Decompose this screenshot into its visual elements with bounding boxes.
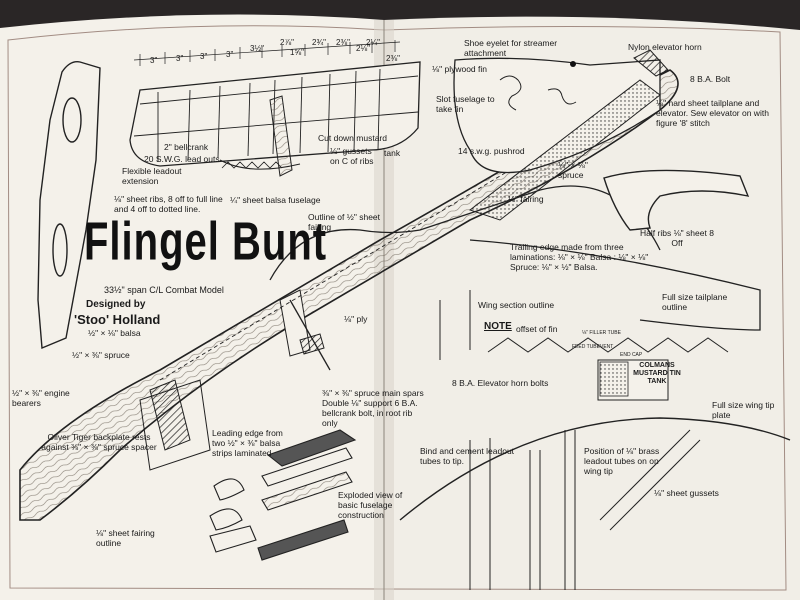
label-position-tubes: Position of ⅛" brass leadout tubes on on… xyxy=(584,446,660,476)
dimension: 2¾" xyxy=(312,38,326,47)
tailplane-outline xyxy=(469,239,761,331)
dimension: 2¼" xyxy=(366,38,380,47)
exploded-view xyxy=(209,429,357,561)
designed-by-label: Designed by xyxy=(86,299,146,310)
label-outline-sheet: Outline of ½" sheet fairing xyxy=(308,212,381,232)
label-filler-tube: ⅛" FILLER TUBE xyxy=(582,330,621,336)
label-cut-down: Cut down mustard xyxy=(318,133,387,143)
label-hard-sheet: ⅛" hard sheet tailplane and elevator. Se… xyxy=(656,98,769,128)
dimension: 2⅞" xyxy=(280,38,294,47)
label-slot-fuselage: Slot fuselage to take fin xyxy=(436,94,495,114)
dimension: 2⅜" xyxy=(336,38,350,47)
label-sheet-fairing-outline: ⅛" sheet fairing outline xyxy=(96,528,155,548)
label-trailing-edge: Trailing edge made from three lamination… xyxy=(510,242,649,272)
label-oliver-tiger: Oliver Tiger backplate rests against ⅜" … xyxy=(41,432,157,452)
label-vent: VENT xyxy=(600,344,614,350)
wing-tip-plate xyxy=(399,417,791,521)
dimension: 3" xyxy=(200,52,208,61)
fuselage-side-part xyxy=(37,61,101,350)
label-tank: tank xyxy=(384,148,401,158)
label-flexible-leadout: Flexible leadout extension xyxy=(122,166,182,186)
label-nylon-horn: Nylon elevator horn xyxy=(628,42,702,52)
label-wing-section: Wing section outline xyxy=(478,300,555,310)
label-full-tailplane: Full size tailplane outline xyxy=(662,292,728,312)
label-sheet-ribs: ⅛" sheet ribs, 8 off to full line and 4 … xyxy=(114,194,223,214)
label-offset-fin: offset of fin xyxy=(516,324,558,334)
label-spruce-spars: ⅜" × ⅜" spruce main spars Double ⅛" supp… xyxy=(322,388,424,428)
label-tank-brand: COLMANS MUSTARD TIN TANK xyxy=(633,362,681,385)
dimension: 2⅜" xyxy=(386,54,400,63)
dimension: 3" xyxy=(226,50,234,59)
dimension: 1⅝" xyxy=(290,48,304,57)
half-rib xyxy=(603,169,750,231)
label-feed-tube: FEED TUBE xyxy=(572,344,600,350)
label-leading-edge: Leading edge from two ½" × ⅜" balsa stri… xyxy=(212,428,283,458)
dimension: 3" xyxy=(150,56,158,65)
label-full-wing-tip: Full size wing tip plate xyxy=(712,400,775,420)
label-fairing: ⅛" fairing xyxy=(508,194,544,204)
label-sheet-balsa-fuselage: ¼" sheet balsa fuselage xyxy=(230,195,321,205)
label-bellcrank: 2" bellcrank xyxy=(164,142,209,152)
plan-title: Flingel Bunt xyxy=(84,212,328,272)
label-pushrod: 14 s.w.g. pushrod xyxy=(458,146,525,156)
label-spruce-top: ⅛" × ⅛" spruce xyxy=(558,160,588,180)
plan-subtitle: 33½" span C/L Combat Model xyxy=(104,285,224,295)
dimension: 2⅛" xyxy=(356,44,370,53)
label-lead-outs: 20 S.W.G. lead outs xyxy=(144,154,220,164)
label-end-cap: END CAP xyxy=(620,352,643,358)
label-plywood-fin: ⅛" plywood fin xyxy=(432,64,487,74)
label-note: NOTE xyxy=(484,321,512,332)
label-bind-cement: Bind and cement leadout tubes to tip. xyxy=(420,446,515,466)
designer-name: 'Stoo' Holland xyxy=(74,312,161,327)
label-half-ribs: Half ribs ⅛" sheet 8 Off xyxy=(640,228,714,248)
label-spruce-half: ½" × ⅜" spruce xyxy=(72,350,130,360)
label-gussets-ribs: ⅛" gussets on C of ribs xyxy=(330,146,374,166)
label-shoe-eyelet: Shoe eyelet for streamer attachment xyxy=(464,38,558,58)
label-elevator-bolts: 8 B.A. Elevator horn bolts xyxy=(452,378,549,388)
dimension: 3½" xyxy=(250,44,264,53)
label-exploded-view: Exploded view of basic fuselage construc… xyxy=(338,490,403,520)
label-balsa-quarter: ½" × ⅛" balsa xyxy=(88,328,141,338)
label-sheet-gussets: ⅛" sheet gussets xyxy=(654,488,719,498)
label-ply: ⅛" ply xyxy=(344,314,368,324)
page-edge xyxy=(7,25,787,591)
dimension: 3" xyxy=(176,54,184,63)
label-engine-bearers: ½" × ⅜" engine bearers xyxy=(12,388,70,408)
label-ba-bolt: 8 B.A. Bolt xyxy=(690,74,731,84)
